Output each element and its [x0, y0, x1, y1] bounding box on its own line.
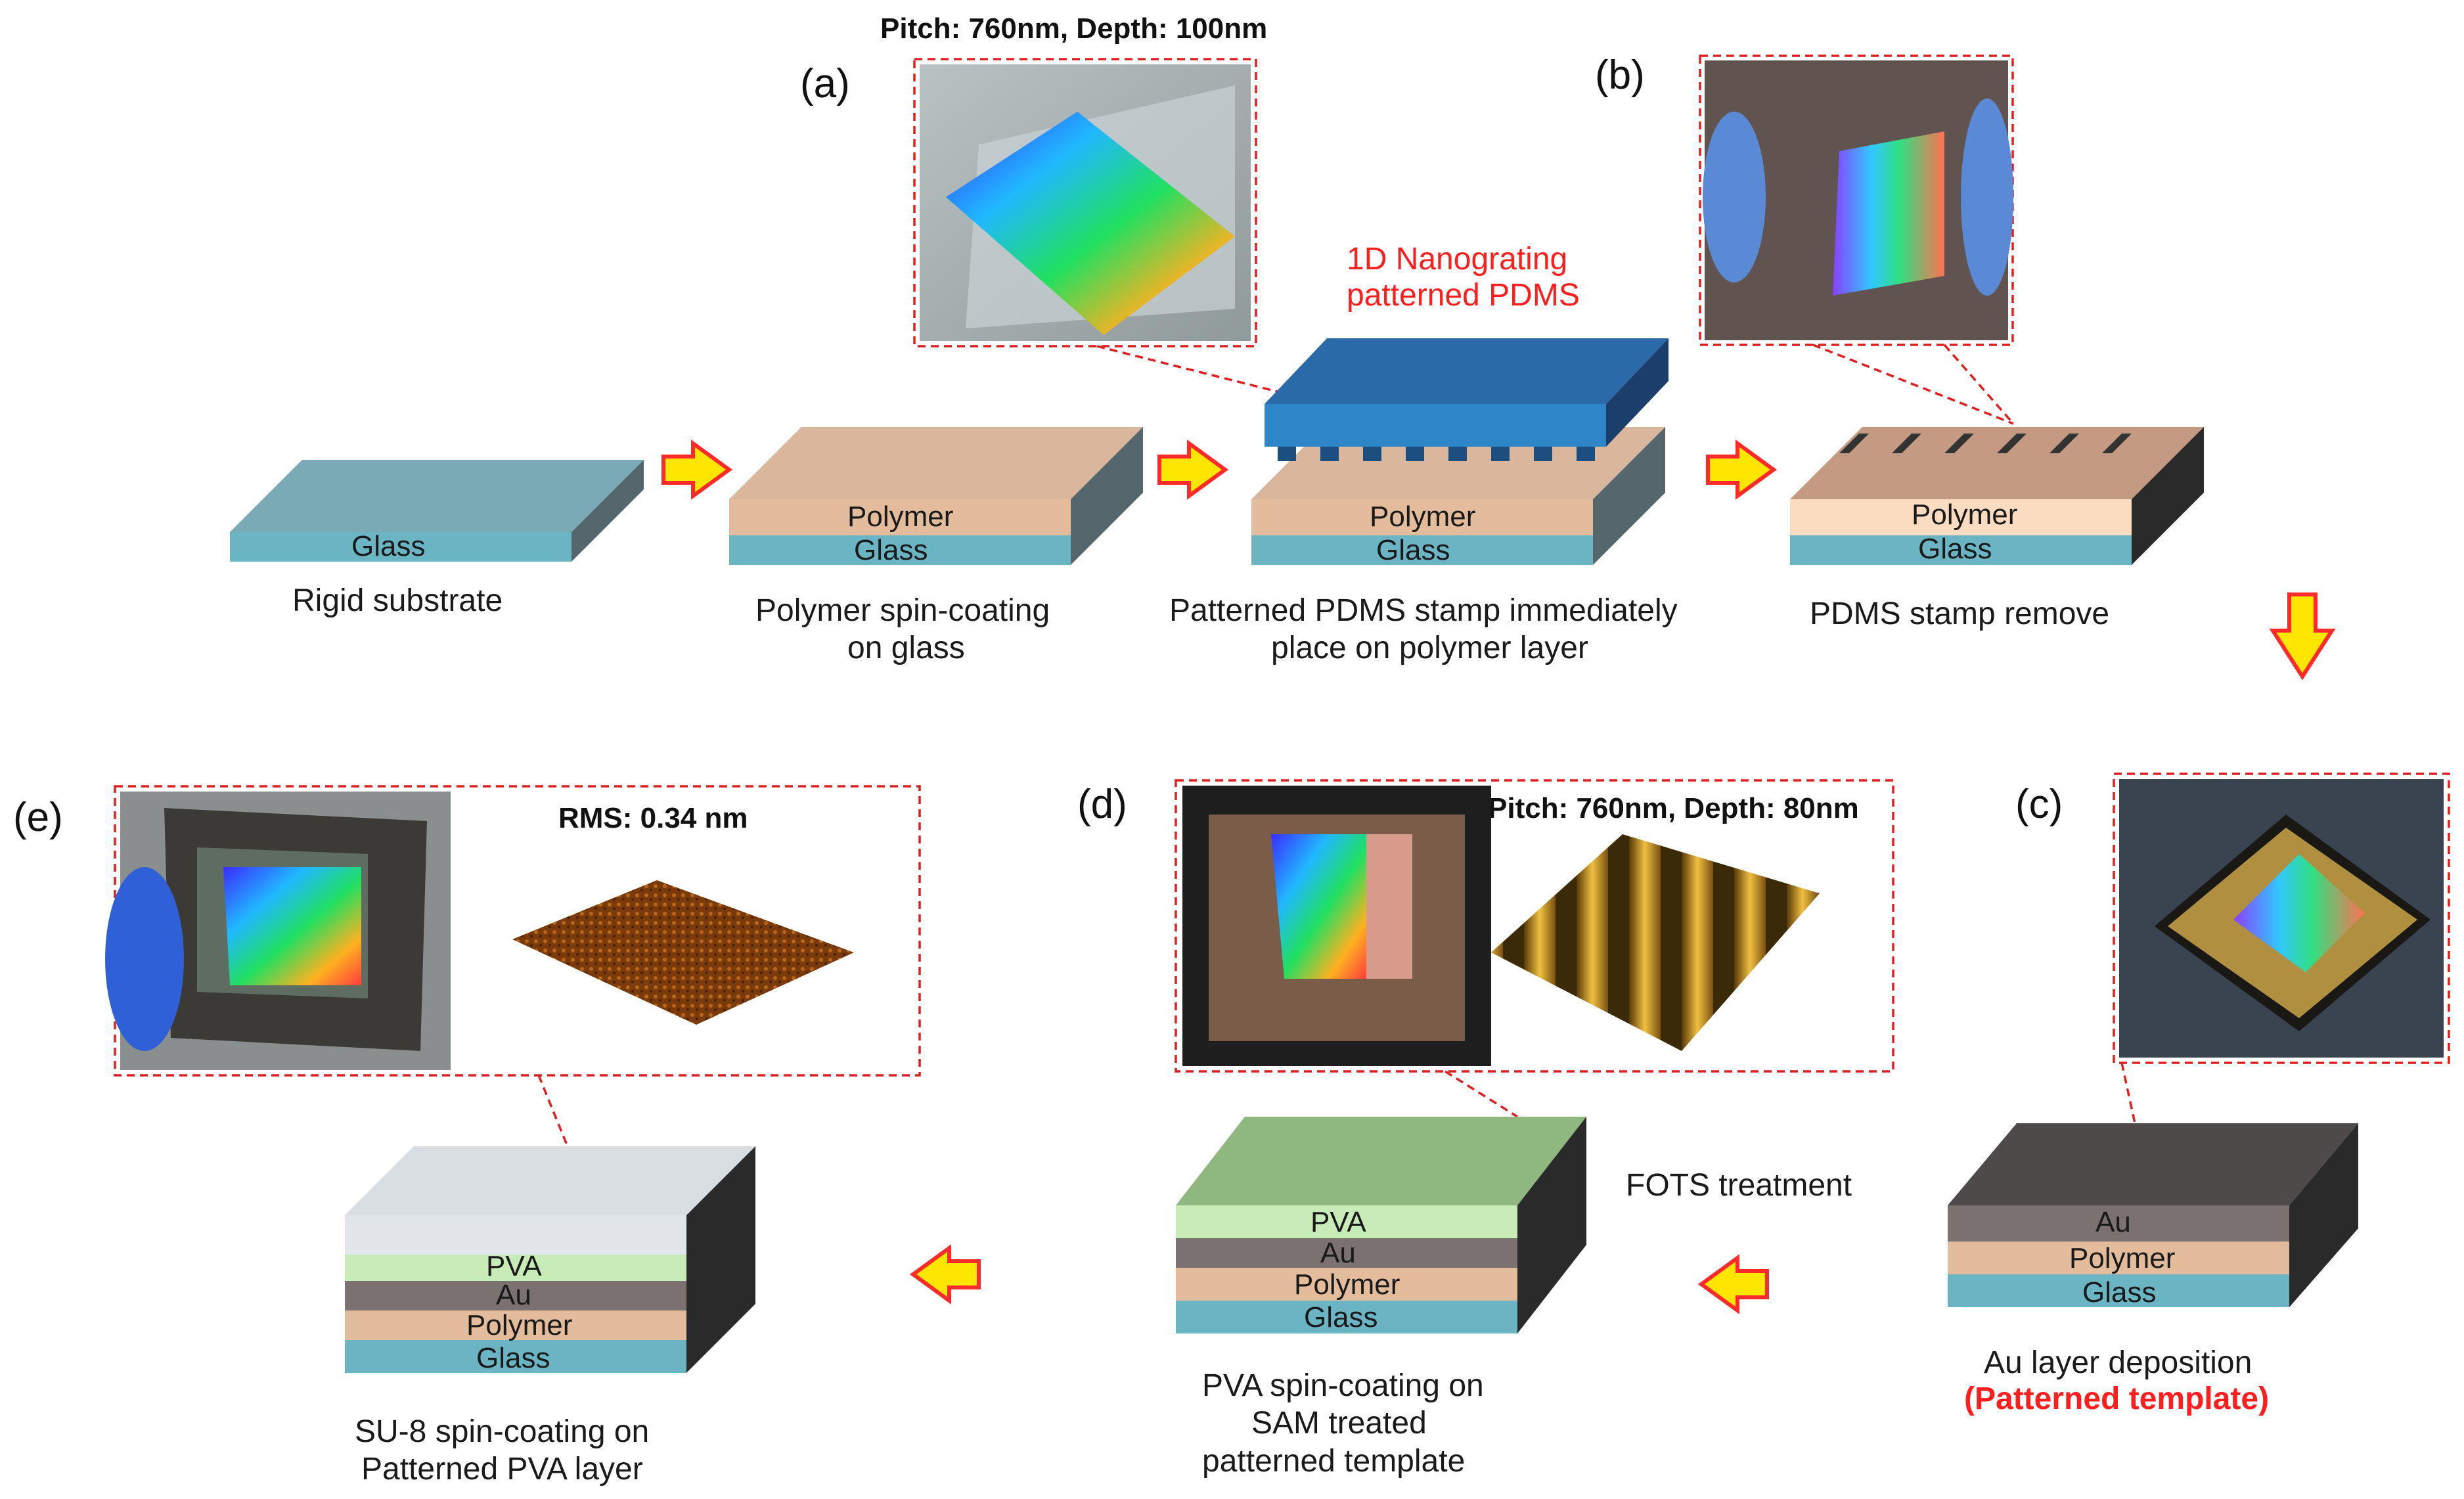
layer-au: Au	[496, 1279, 531, 1311]
caption-d-line3: patterned template	[1202, 1444, 1465, 1479]
layer-polymer: Polymer	[1370, 501, 1475, 533]
layer-polymer: Polymer	[1294, 1268, 1400, 1301]
layer-glass: Glass	[854, 534, 928, 566]
panel-label-b: (b)	[1595, 53, 1645, 98]
layer-au: Au	[2095, 1206, 2131, 1238]
layer-glass: Glass	[1304, 1301, 1378, 1333]
rms-e: RMS: 0.34 nm	[558, 802, 748, 834]
pitch-depth-a: Pitch: 760nm, Depth: 100nm	[880, 12, 1267, 45]
stack-step4: Polymer Glass	[1790, 427, 2204, 565]
stack-d: PVA Au Polymer Glass	[1176, 1117, 1586, 1333]
stack-step2: Polymer Glass	[729, 427, 1143, 566]
photo-pva-sample	[1182, 786, 1491, 1066]
caption-d-line1: PVA spin-coating on	[1202, 1368, 1484, 1403]
caption-d-line2: SAM treated	[1251, 1406, 1427, 1441]
stack-c: Au Polymer Glass	[1948, 1123, 2358, 1309]
pdms-stamp-top	[1265, 338, 1669, 404]
caption-c-line2: (Patterned template)	[1964, 1381, 2269, 1416]
pdms-label-line2: patterned PDMS	[1347, 278, 1580, 313]
pdms-stamp-front	[1265, 404, 1606, 447]
arrow-step2-to-3	[1157, 439, 1229, 500]
stack-step1: Glass	[230, 460, 644, 562]
layer-glass: Glass	[1918, 533, 1992, 565]
afm-grating-3d	[1491, 834, 1820, 1051]
layer-glass: Glass	[476, 1342, 550, 1374]
caption-e-line1: SU-8 spin-coating on	[355, 1414, 649, 1449]
caption-step3-line1: Patterned PDMS stamp immediately	[1169, 593, 1678, 628]
pdms-label-line1: 1D Nanograting	[1347, 242, 1567, 277]
layer-glass: Glass	[1376, 534, 1450, 566]
layer-pva: PVA	[486, 1250, 542, 1282]
layer-polymer: Polymer	[1912, 499, 2017, 531]
layer-pva: PVA	[1310, 1206, 1366, 1238]
arrow-step1-to-2	[661, 439, 733, 500]
fots-label: FOTS treatment	[1626, 1168, 1852, 1203]
photo-pdms-stamp	[920, 64, 1251, 341]
layer-polymer: Polymer	[847, 501, 953, 533]
panel-label-e: (e)	[13, 795, 63, 840]
arrow-step3-to-4	[1706, 439, 1778, 500]
callout-box-c	[2113, 772, 2450, 1064]
callout-box-b	[1699, 55, 2014, 346]
layer-glass: Glass	[351, 530, 425, 562]
panel-label-d: (d)	[1077, 782, 1127, 827]
photo-imprinted-polymer	[1703, 60, 2013, 340]
arrow-c-to-d	[1697, 1254, 1769, 1314]
caption-step2-line2: on glass	[847, 631, 965, 665]
callout-box-d	[1175, 779, 1894, 1073]
arrow-step4-down	[2269, 593, 2336, 681]
caption-e-line2: Patterned PVA layer	[361, 1452, 643, 1487]
layer-au: Au	[1320, 1237, 1356, 1269]
caption-step1: Rigid substrate	[292, 583, 503, 618]
arrow-d-to-e	[909, 1244, 981, 1305]
layer-polymer: Polymer	[466, 1309, 572, 1341]
callout-box-a	[913, 58, 1257, 347]
photo-au-template	[2119, 779, 2444, 1058]
pitch-depth-d: Pitch: 760nm, Depth: 80nm	[1488, 792, 1859, 824]
caption-step2-line1: Polymer spin-coating	[755, 593, 1050, 628]
stack-step3: Polymer Glass	[1251, 338, 1669, 566]
layer-polymer: Polymer	[2069, 1242, 2175, 1274]
caption-step4: PDMS stamp remove	[1810, 596, 2109, 631]
caption-c-line1: Au layer deposition	[1984, 1345, 2252, 1380]
panel-label-c: (c)	[2015, 782, 2063, 827]
afm-rough-3d	[512, 880, 854, 1025]
photo-pva-film	[105, 792, 451, 1070]
caption-step3-line2: place on polymer layer	[1271, 631, 1588, 665]
layer-glass: Glass	[2082, 1276, 2156, 1309]
panel-label-a: (a)	[800, 61, 850, 106]
stack-e: PVA Au Polymer Glass	[345, 1146, 755, 1374]
